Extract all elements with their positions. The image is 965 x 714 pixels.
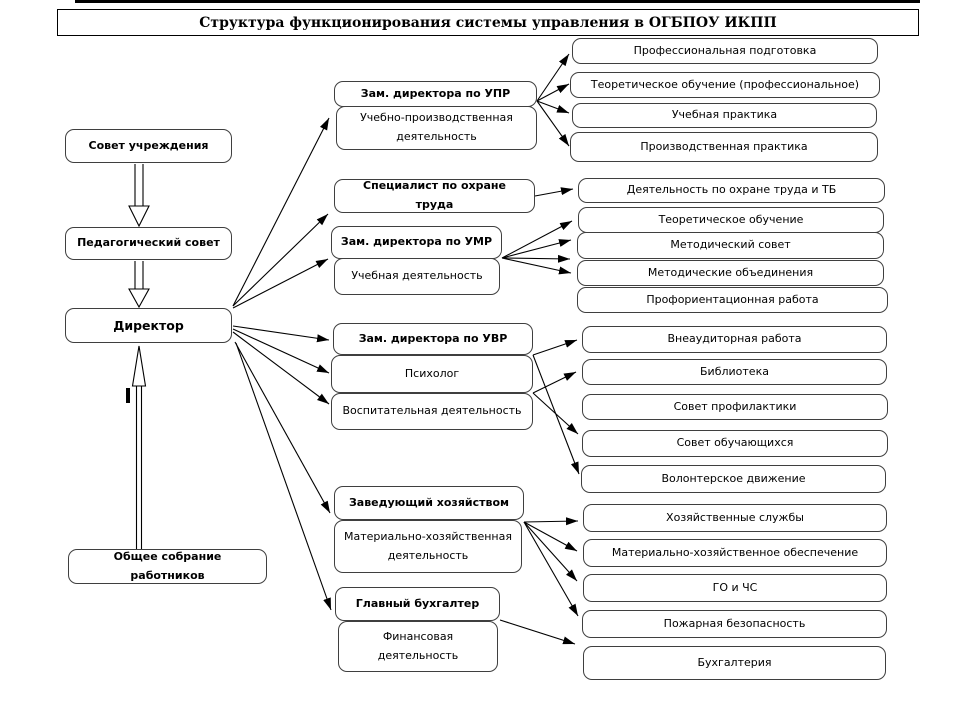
- node-training-production-activity: Учебно-производственная деятельность: [336, 106, 537, 150]
- node-director: Директор: [65, 308, 232, 343]
- node-chief-accountant: Главный бухгалтер: [335, 587, 500, 621]
- node-institution-council: Совет учреждения: [65, 129, 232, 163]
- node-educational-activity: Учебная деятельность: [334, 258, 500, 295]
- node-financial-activity: Финансовая деятельность: [338, 621, 498, 672]
- node-students-council: Совет обучающихся: [582, 430, 888, 457]
- node-facility-manager: Заведующий хозяйством: [334, 486, 524, 520]
- node-professional-training: Профессиональная подготовка: [572, 38, 878, 64]
- node-training-practice: Учебная практика: [572, 103, 877, 128]
- node-methodical-associations: Методические объединения: [577, 260, 884, 286]
- node-labor-safety-activity: Деятельность по охране труда и ТБ: [578, 178, 885, 203]
- node-pedagogical-council: Педагогический совет: [65, 227, 232, 260]
- node-fire-safety: Пожарная безопасность: [582, 610, 887, 638]
- node-accounting-department: Бухгалтерия: [583, 646, 886, 680]
- diagram-title: Структура функционирования системы управ…: [57, 9, 919, 36]
- node-deputy-upr: Зам. директора по УПР: [334, 81, 537, 107]
- node-household-services: Хозяйственные службы: [583, 504, 887, 532]
- node-deputy-umr: Зам. директора по УМР: [331, 226, 502, 259]
- node-labor-safety-specialist: Специалист по охране труда: [334, 179, 535, 213]
- node-library: Библиотека: [582, 359, 887, 385]
- node-upbringing-activity: Воспитательная деятельность: [331, 393, 533, 430]
- node-methodical-council: Методический совет: [577, 232, 884, 259]
- node-extracurricular-work: Внеаудиторная работа: [582, 326, 887, 353]
- node-general-meeting: Общее собрание работников: [68, 549, 267, 584]
- top-divider-line: [75, 0, 920, 3]
- node-career-guidance: Профориентационная работа: [577, 287, 888, 313]
- node-volunteer-movement: Волонтерское движение: [581, 465, 886, 493]
- node-civil-defense-emergency: ГО и ЧС: [583, 574, 887, 602]
- node-material-household-activity: Материально-хозяйственная деятельность: [334, 520, 522, 573]
- node-theoretical-training: Теоретическое обучение: [578, 207, 884, 233]
- node-psychologist: Психолог: [331, 355, 533, 393]
- node-production-practice: Производственная практика: [570, 132, 878, 162]
- node-theoretical-training-professional: Теоретическое обучение (профессиональное…: [570, 72, 880, 98]
- stray-mark: [126, 388, 130, 403]
- node-prevention-council: Совет профилактики: [582, 394, 888, 420]
- node-deputy-uvr: Зам. директора по УВР: [333, 323, 533, 355]
- node-material-household-support: Материально-хозяйственное обеспечение: [583, 539, 887, 567]
